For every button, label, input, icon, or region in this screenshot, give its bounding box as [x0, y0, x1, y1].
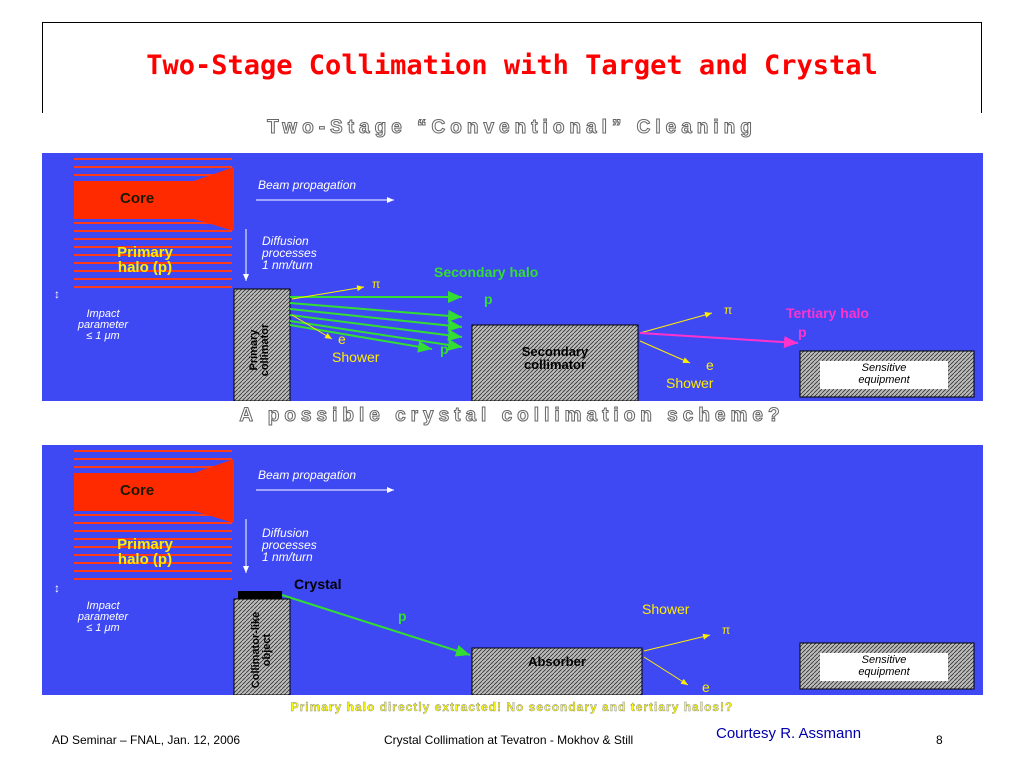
e-label-2: e [706, 357, 714, 373]
primary-collimator [233, 288, 291, 401]
p-label-3: p [798, 324, 807, 340]
crystal-label: Crystal [294, 576, 342, 592]
p-label-2: p [440, 341, 449, 357]
shower-label-1: Shower [332, 349, 380, 365]
pi-label-2: π [724, 303, 733, 317]
conventional-cleaning-svg [74, 158, 975, 401]
pi-label-3: π [722, 623, 731, 637]
page-number: 8 [936, 733, 943, 747]
crystal-scheme-svg [74, 450, 975, 695]
absorber-label: Absorber [528, 654, 586, 669]
shower-label-3: Shower [642, 601, 690, 617]
secondary-halo-label: Secondary halo [434, 264, 539, 280]
panel2-heading: A possible crystal collimation scheme? [239, 405, 785, 427]
panel1-heading: Two-Stage “Conventional” Cleaning [267, 117, 757, 139]
core-beam-2 [74, 459, 234, 523]
core-label-2: Core [120, 482, 155, 499]
p-label-1: p [484, 291, 493, 307]
beam-propagation-label: Beam propagation [258, 178, 357, 192]
secondary-collimator [471, 324, 639, 401]
panel2-caption: Primary halo directly extracted! No seco… [290, 700, 734, 714]
e-label-3: e [702, 679, 710, 695]
title-frame [42, 22, 982, 113]
updown-arrow-icon: ↕ [54, 287, 60, 301]
tertiary-halo-label: Tertiary halo [786, 305, 869, 321]
e-label-1: e [338, 331, 346, 347]
p-label-crystal: p [398, 608, 407, 624]
pi-label-1: π [372, 277, 381, 291]
collimator-like-object [233, 598, 291, 695]
courtesy-label: Courtesy R. Assmann [716, 725, 862, 742]
secondary-halo-arrows [289, 291, 463, 353]
beam-propagation-label-2: Beam propagation [258, 468, 357, 482]
updown-arrow-icon-2: ↕ [54, 581, 60, 595]
crystal [238, 591, 282, 599]
footer-left: AD Seminar – FNAL, Jan. 12, 2006 [52, 733, 241, 747]
core-beam [74, 167, 234, 231]
slide-title: Two-Stage Collimation with Target and Cr… [146, 50, 878, 81]
footer-center: Crystal Collimation at Tevatron - Mokhov… [384, 733, 634, 747]
shower-label-2: Shower [666, 375, 714, 391]
halo-lines-2 [74, 450, 232, 580]
core-label: Core [120, 190, 155, 207]
absorber [471, 647, 643, 695]
